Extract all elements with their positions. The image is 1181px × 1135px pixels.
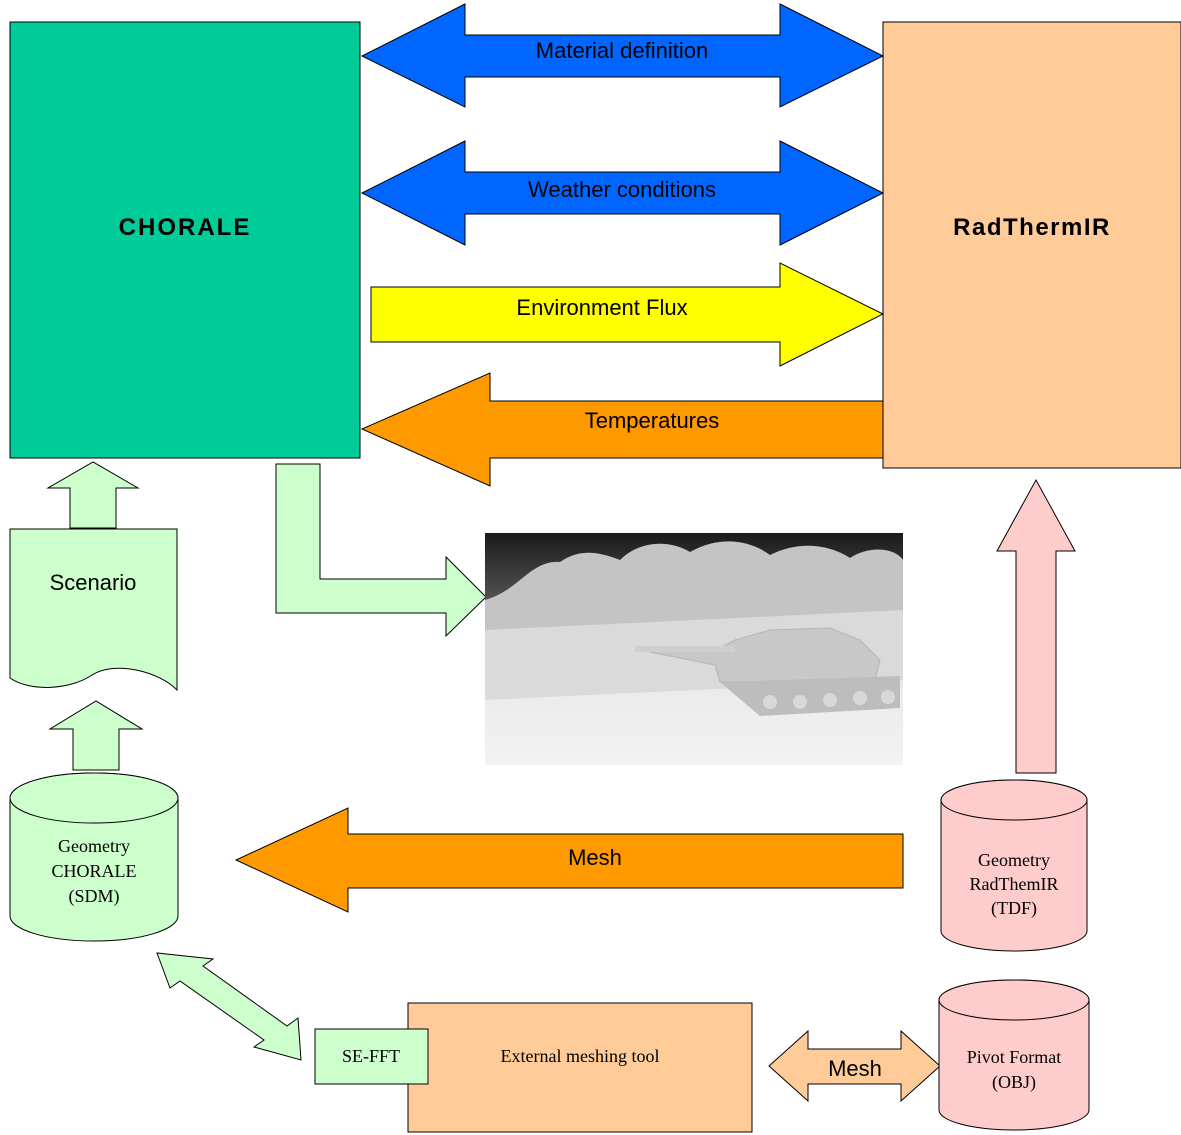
scenario-to-chorale-arrow	[46, 461, 140, 529]
sefft-label: SE-FFT	[342, 1046, 400, 1066]
radtherm-label: RadThermIR	[953, 214, 1111, 241]
mesh-main-arrow	[234, 807, 904, 913]
environment-flux-label: Environment Flux	[516, 295, 687, 320]
geometry-radtherm-line-2: RadThemIR	[970, 874, 1059, 894]
scenario-document	[9, 528, 178, 692]
external-meshing-tool-label: External meshing tool	[501, 1046, 660, 1066]
geometry-chorale-db-top	[9, 772, 179, 824]
chorale-to-image-arrow	[275, 463, 487, 638]
pivot-format-line-2: (OBJ)	[992, 1072, 1036, 1093]
geometry-sefft-double-arrow	[156, 952, 302, 1061]
infrared-image	[485, 533, 903, 765]
geometry-chorale-line-2: CHORALE	[52, 861, 137, 881]
scenario-label: Scenario	[50, 570, 137, 595]
geometry-radtherm-line-1: Geometry	[978, 850, 1050, 870]
material-definition-label: Material definition	[536, 38, 708, 63]
geometry-radtherm-line-3: (TDF)	[991, 898, 1037, 919]
pivot-format-line-1: Pivot Format	[967, 1047, 1062, 1067]
geometry-chorale-line-3: (SDM)	[68, 886, 119, 907]
chorale-box	[9, 21, 361, 459]
geometry-to-scenario-arrow	[48, 700, 144, 771]
weather-conditions-arrow	[360, 140, 885, 246]
environment-flux-arrow	[370, 262, 885, 367]
temperatures-label: Temperatures	[585, 408, 720, 433]
geometry-chorale-line-1: Geometry	[58, 836, 130, 856]
sefft-box	[314, 1028, 429, 1085]
radtherm-box	[882, 21, 1181, 469]
geometry-radtherm-db-top	[940, 779, 1088, 821]
external-meshing-tool-box	[407, 1002, 753, 1133]
material-definition-arrow	[360, 3, 885, 108]
pivot-format-db-top	[938, 979, 1090, 1021]
chorale-label: CHORALE	[119, 214, 252, 241]
mesh-small-label: Mesh	[828, 1056, 882, 1081]
mesh-main-label: Mesh	[568, 845, 622, 870]
temperatures-arrow	[360, 372, 884, 487]
geometry-to-radtherm-arrow	[996, 478, 1076, 774]
weather-conditions-label: Weather conditions	[528, 177, 716, 202]
